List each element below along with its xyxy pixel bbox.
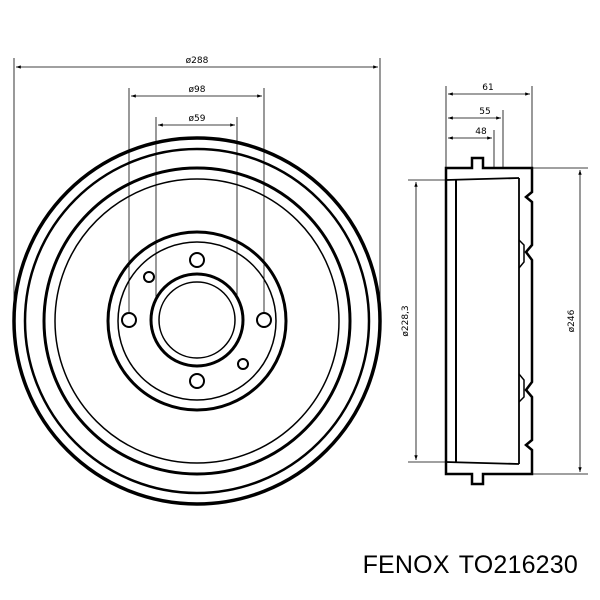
part-number: TO216230 bbox=[458, 551, 578, 579]
dim-inner-diameter-label: ø228,3 bbox=[401, 305, 411, 336]
drum-outer-rim bbox=[12, 136, 382, 506]
hub-outer-ring bbox=[106, 230, 288, 412]
drum-bottom-inner bbox=[445, 461, 520, 465]
bolt-hole bbox=[189, 373, 205, 389]
bolt-hole bbox=[256, 312, 272, 328]
drum-profile-outer bbox=[444, 156, 534, 486]
dim-pcd-label: ø98 bbox=[189, 85, 206, 95]
dim-center-bore-label: ø59 bbox=[189, 114, 206, 124]
center-bore-outer bbox=[149, 272, 245, 368]
drum-rim-ring bbox=[23, 147, 371, 495]
dim-width-mid-label: 55 bbox=[479, 107, 490, 117]
front-view bbox=[12, 136, 382, 506]
dim-width-total-label: 61 bbox=[482, 83, 493, 93]
hub-inner-ring bbox=[117, 241, 277, 401]
hub-step-upper bbox=[518, 239, 525, 269]
drum-top-inner bbox=[445, 177, 520, 181]
part-caption: FENOX TO216230 bbox=[363, 551, 578, 580]
bolt-holes bbox=[121, 252, 272, 389]
side-dimensions bbox=[408, 86, 588, 475]
screw-hole bbox=[237, 358, 249, 370]
center-bore-inner bbox=[158, 281, 236, 359]
bolt-hole bbox=[189, 252, 205, 268]
bolt-hole bbox=[121, 312, 137, 328]
dim-outer-diameter-label: ø288 bbox=[186, 56, 209, 66]
hub-step-lower bbox=[518, 373, 525, 403]
drum-band-outer bbox=[42, 166, 352, 476]
screw-hole bbox=[143, 271, 155, 283]
dim-width-inner-label: 48 bbox=[475, 127, 487, 137]
dim-outer-diameter-side-label: ø246 bbox=[567, 309, 577, 332]
front-dimensions bbox=[13, 58, 381, 318]
drum-band-inner bbox=[54, 178, 340, 464]
brand-name: FENOX bbox=[362, 551, 450, 579]
side-view bbox=[444, 156, 534, 486]
